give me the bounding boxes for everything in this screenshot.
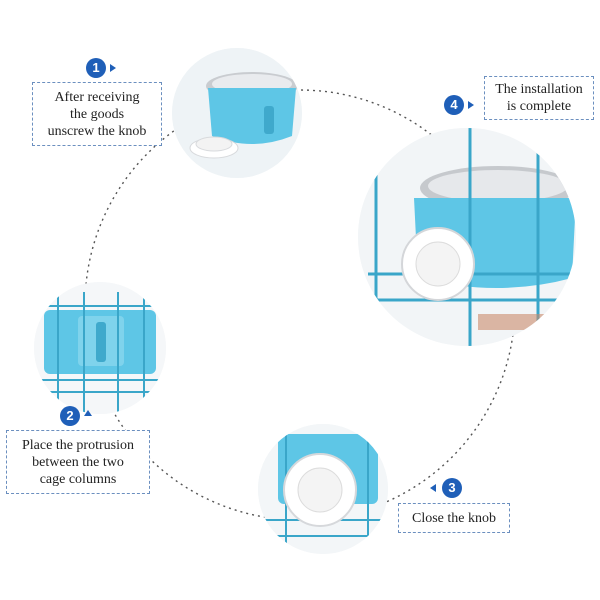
step-3-badge: 3 (442, 478, 462, 498)
step-2-arrow-icon (84, 410, 92, 416)
step-1-photo (172, 48, 302, 178)
step-2-caption: Place the protrusion between the two cag… (6, 430, 150, 494)
step-1-line-2: the goods (69, 106, 125, 122)
step-4-badge: 4 (444, 95, 464, 115)
step-1-line-3: unscrew the knob (47, 123, 147, 139)
step-1-caption: After receiving the goods unscrew the kn… (32, 82, 162, 146)
step-4-line-2: is complete (506, 99, 572, 114)
step-4-line-1: The installation (495, 82, 583, 97)
step-2-line-3: cage columns (39, 471, 117, 487)
step-3-line-1: Close the knob (412, 510, 496, 526)
step-1-line-1: After receiving (54, 89, 140, 105)
step-4-caption: The installation is complete (484, 76, 594, 120)
step-3-caption: Close the knob (398, 503, 510, 533)
step-2-badge: 2 (60, 406, 80, 426)
step-2-line-1: Place the protrusion (22, 437, 134, 453)
step-3-photo (258, 424, 388, 554)
step-2-photo (34, 282, 166, 414)
step-1-arrow-icon (110, 64, 116, 72)
step-3-arrow-icon (430, 484, 436, 492)
step-4-arrow-icon (468, 101, 474, 109)
step-1-badge: 1 (86, 58, 106, 78)
step-4-photo (358, 128, 576, 346)
step-2-line-2: between the two (32, 454, 124, 470)
